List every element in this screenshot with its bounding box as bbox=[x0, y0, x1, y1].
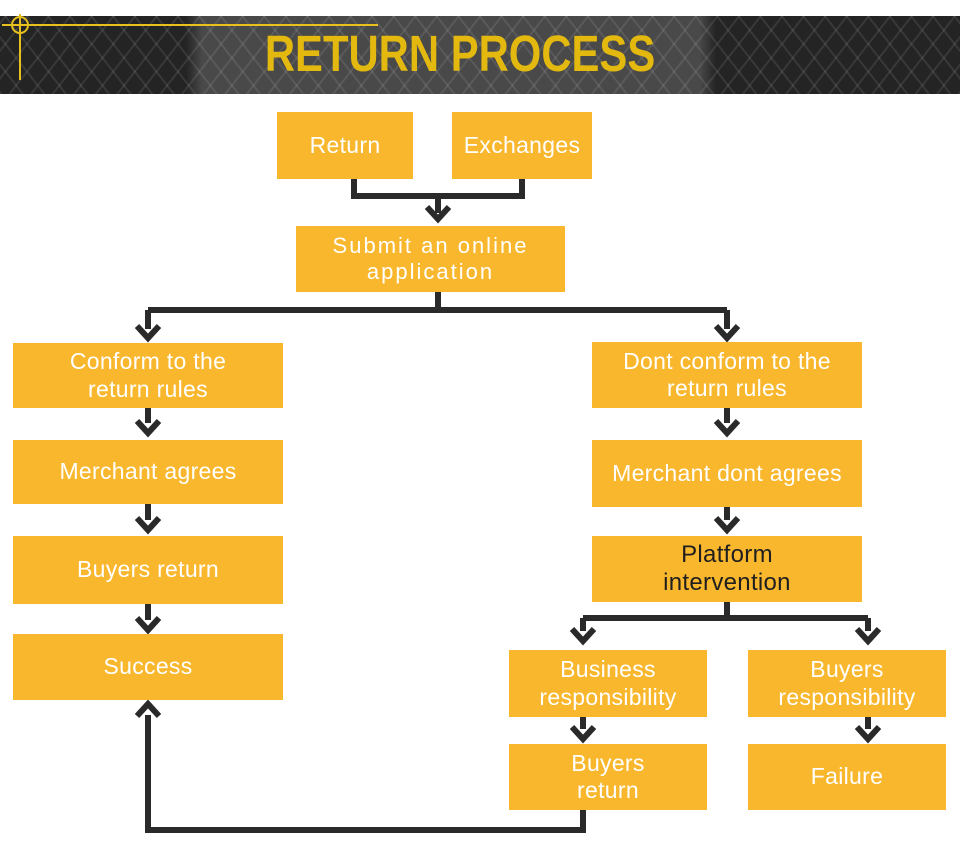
node-return: Return bbox=[277, 112, 413, 179]
node-label: Buyers responsibility bbox=[778, 656, 916, 710]
node-submit-application: Submit an online application bbox=[296, 226, 565, 292]
node-buyers-responsibility: Buyers responsibility bbox=[748, 650, 946, 717]
header-band bbox=[0, 16, 960, 94]
node-label: Return bbox=[309, 131, 381, 158]
node-platform-intervention: Platform intervention bbox=[592, 536, 862, 602]
node-buyers-return-2: Buyers return bbox=[509, 744, 707, 810]
edge-dont-conform-to-merchant-dont bbox=[713, 408, 741, 438]
node-label: Merchant dont agrees bbox=[612, 459, 842, 486]
node-label: Dont conform to the return rules bbox=[623, 347, 831, 401]
node-label: Success bbox=[103, 653, 193, 680]
node-label: Conform to the return rules bbox=[69, 348, 227, 402]
edge-platform-split bbox=[569, 602, 882, 646]
node-label: Buyers return bbox=[77, 556, 219, 583]
edge-business-to-buyers-return-2 bbox=[569, 717, 597, 744]
node-label: Submit an online application bbox=[332, 233, 529, 284]
edge-return-exchanges-to-submit bbox=[351, 179, 525, 224]
node-label: Business responsibility bbox=[539, 656, 677, 710]
edge-merchant-agrees-to-buyers-return bbox=[134, 504, 162, 535]
node-label: Platform intervention bbox=[663, 540, 791, 596]
node-label: Merchant agrees bbox=[59, 458, 237, 485]
node-success: Success bbox=[13, 634, 283, 700]
node-merchant-agrees: Merchant agrees bbox=[13, 440, 283, 504]
page-title: RETURN PROCESS bbox=[0, 28, 960, 79]
node-label: Failure bbox=[810, 763, 884, 790]
node-business-responsibility: Business responsibility bbox=[509, 650, 707, 717]
crosshair-icon bbox=[2, 14, 378, 80]
node-label: Exchanges bbox=[463, 131, 581, 158]
edge-merchant-dont-to-platform bbox=[713, 507, 741, 535]
edge-buyers-return-to-success bbox=[134, 604, 162, 635]
edge-buyers-resp-to-failure bbox=[854, 717, 882, 744]
node-conform-rules: Conform to the return rules bbox=[13, 343, 283, 408]
edge-buyers-return-2-to-success bbox=[134, 699, 586, 833]
node-merchant-dont-agrees: Merchant dont agrees bbox=[592, 440, 862, 507]
node-dont-conform-rules: Dont conform to the return rules bbox=[592, 342, 862, 408]
node-exchanges: Exchanges bbox=[452, 112, 592, 179]
header-highlight bbox=[0, 16, 960, 94]
page-title-text: RETURN PROCESS bbox=[264, 25, 656, 82]
edge-submit-to-branches bbox=[134, 292, 741, 343]
edge-conform-to-merchant-agrees bbox=[134, 408, 162, 438]
node-label: Buyers return bbox=[571, 749, 645, 803]
node-failure: Failure bbox=[748, 744, 946, 810]
node-buyers-return: Buyers return bbox=[13, 536, 283, 604]
